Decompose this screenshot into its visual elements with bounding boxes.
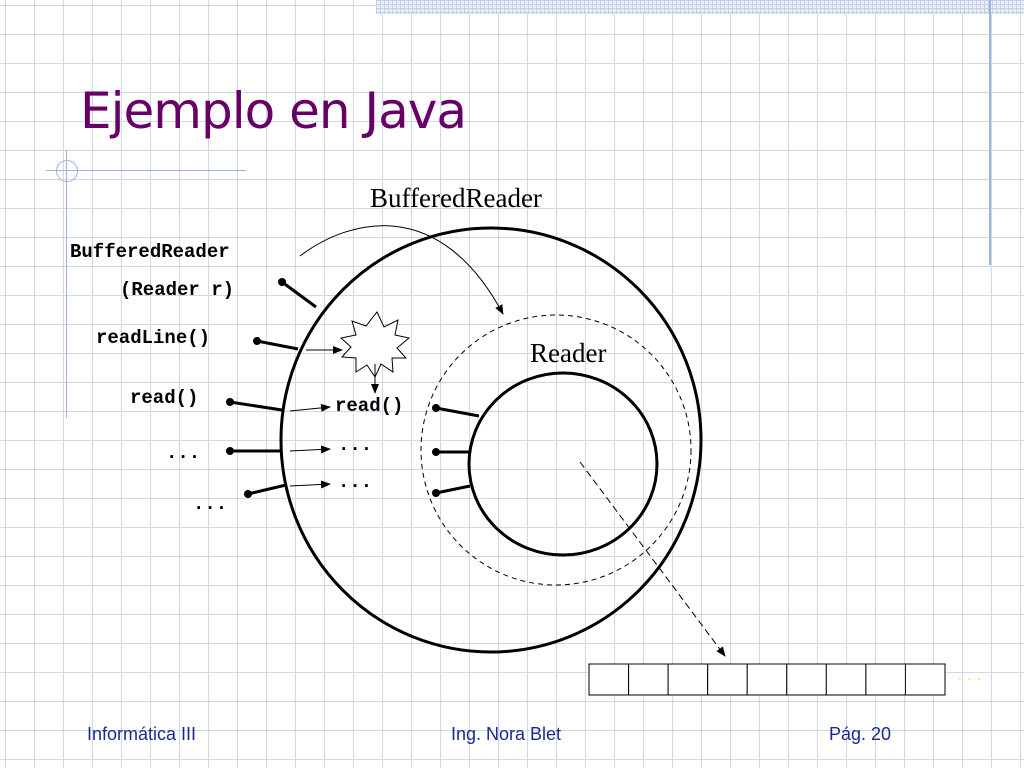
inner-method-ellipsis-2: ... [338, 471, 372, 493]
constructor-curve-arrow [299, 225, 504, 315]
title-underline [46, 170, 246, 171]
reader-inner-circle [467, 371, 659, 557]
ellipsis2-forward-arrow [289, 480, 331, 489]
reader-label: Reader [530, 338, 606, 368]
buffer-cell [588, 663, 630, 696]
header-pattern-band [376, 0, 1024, 14]
ellipsis1-forward-arrow [289, 445, 331, 454]
buffer-array [588, 663, 946, 696]
buffer-cell [667, 663, 709, 696]
outer-method-ellipsis-2: ... [193, 493, 227, 515]
constructor-port-line [281, 280, 317, 309]
constructor-name: BufferedReader [70, 241, 230, 263]
footer-author: Ing. Nora Blet [451, 724, 562, 744]
buffered-reader-label: BufferedReader [370, 183, 542, 213]
inner-method-ellipsis-1: ... [338, 434, 372, 456]
decoration-circle [56, 160, 78, 182]
read-port-line [229, 400, 283, 412]
inner-method-read: read() [335, 395, 403, 417]
constructor-param: (Reader r) [120, 279, 234, 301]
readline-port-line [256, 339, 299, 351]
outer-method-read: read() [130, 387, 198, 409]
inner-ellipsis2-port-line [435, 484, 471, 495]
right-decoration-line [989, 0, 991, 265]
reader-to-buffer-dashed-arrow [579, 461, 726, 657]
inner-read-port-line [435, 406, 480, 418]
buffer-cell [628, 663, 669, 696]
buffer-cell [707, 663, 748, 696]
left-decoration-line [66, 150, 67, 418]
buffered-reader-outer-circle [279, 226, 703, 654]
outer-method-ellipsis-1: ... [166, 442, 200, 464]
buffer-cell [786, 663, 827, 696]
buffer-cell [825, 663, 867, 696]
buffer-ellipsis: ... [955, 667, 984, 685]
ellipsis2-port-line [247, 483, 287, 496]
page-title: Ejemplo en Java [80, 82, 467, 140]
buffer-cell [865, 663, 907, 696]
footer-page-number: Pág. 20 [829, 724, 892, 744]
buffer-cell [904, 663, 946, 696]
reader-dashed-boundary [420, 314, 692, 586]
outer-method-readline: readLine() [96, 327, 210, 349]
buffer-cell [746, 663, 788, 696]
read-forward-arrow [289, 403, 331, 412]
footer-course: Informática III [87, 724, 197, 744]
